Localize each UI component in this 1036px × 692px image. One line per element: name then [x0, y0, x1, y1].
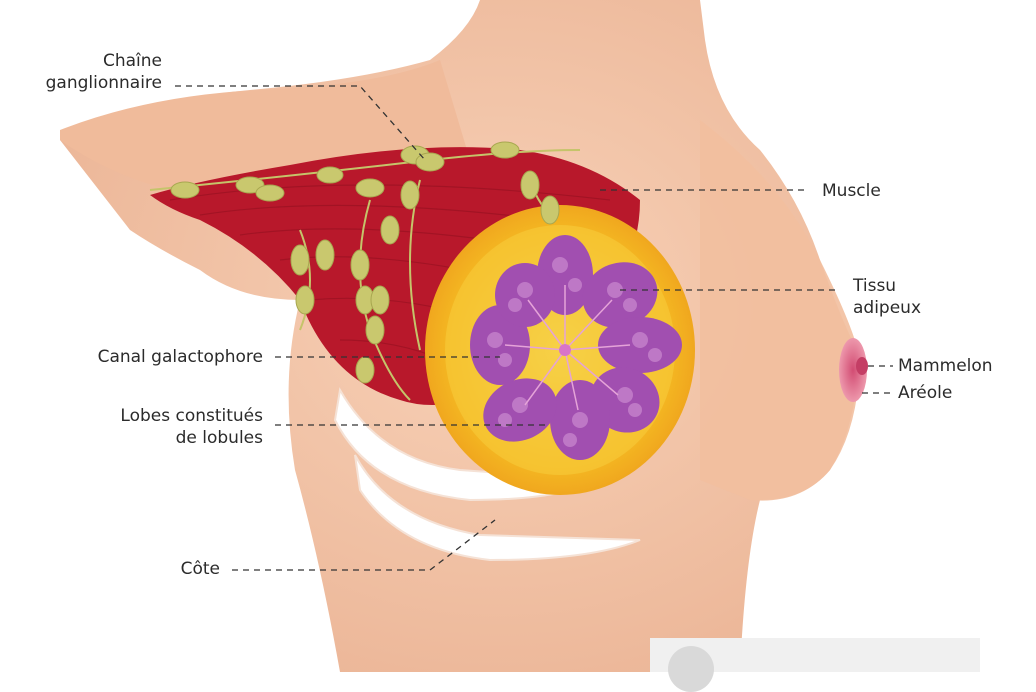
info-icon: [668, 646, 714, 692]
label-chaine-line2: ganglionnaire: [10, 72, 162, 94]
label-chaine-line1: Chaîne: [10, 50, 162, 72]
label-lobes-line2: de lobules: [10, 427, 263, 449]
label-mammelon: Mammelon: [898, 355, 993, 377]
nipple: [856, 357, 868, 375]
breast-skin: [700, 120, 860, 501]
label-tissu-line2: adipeux: [853, 297, 921, 319]
label-muscle: Muscle: [822, 180, 881, 202]
label-lobes-line1: Lobes constitués: [10, 405, 263, 427]
label-lobes: Lobes constitués de lobules: [10, 405, 263, 449]
label-areole: Aréole: [898, 382, 952, 404]
label-canal-galactophore: Canal galactophore: [10, 346, 263, 368]
label-tissu-line1: Tissu: [853, 275, 921, 297]
label-tissu-adipeux: Tissu adipeux: [853, 275, 921, 319]
label-cote: Côte: [10, 558, 220, 580]
label-chaine-ganglionnaire: Chaîne ganglionnaire: [10, 50, 162, 94]
